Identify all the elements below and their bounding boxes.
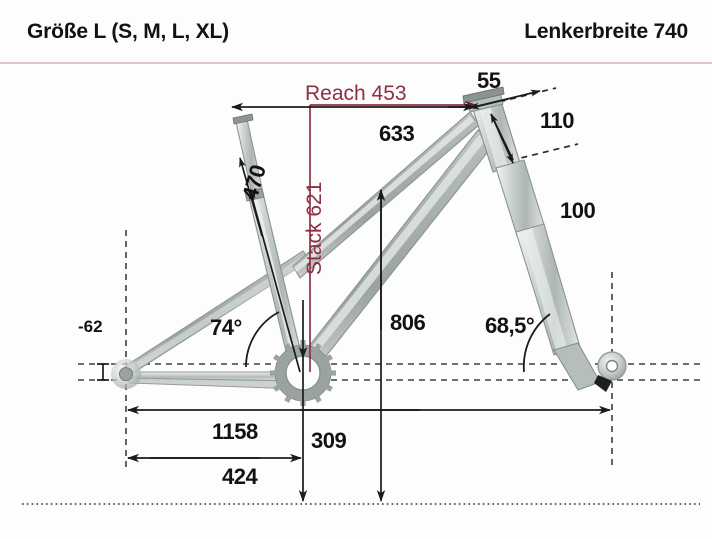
head-tube-label: 110 — [540, 108, 575, 133]
dimension-lines — [97, 89, 611, 502]
reach-label: Reach 453 — [305, 82, 407, 105]
saddle-stub — [232, 113, 254, 125]
stem-top-cap — [462, 86, 505, 104]
seatstay-highlight — [127, 256, 306, 374]
stack-label: Stack 621 — [303, 181, 326, 275]
header-divider — [0, 62, 712, 64]
stem-label: 55 — [477, 68, 501, 93]
seat-angle-label: 74° — [210, 315, 242, 340]
wheelbase-label: 1158 — [212, 419, 258, 444]
down-tube-highlight — [300, 135, 485, 367]
page-title-barwidth: Lenkerbreite 740 — [524, 20, 688, 43]
top-tube-label: 633 — [379, 121, 415, 146]
seat-angle-arc — [245, 311, 280, 368]
fork-lower-leg — [553, 342, 601, 391]
head-tube-dim-down — [490, 113, 514, 164]
fork-length-label: 100 — [560, 198, 596, 223]
front-dropout — [594, 375, 612, 392]
page-title-size: Größe L (S, M, L, XL) — [27, 20, 229, 43]
fork-highlight — [521, 228, 568, 354]
fork-crown — [495, 159, 546, 237]
bb-height-label: 309 — [311, 428, 347, 453]
rear-hub — [119, 367, 133, 381]
head-tube-highlight — [478, 102, 508, 170]
front-hub — [605, 359, 619, 373]
seat-post-dim-line — [239, 157, 263, 237]
head-angle-label: 68,5° — [485, 313, 535, 338]
bb-drop-label: -62 — [78, 317, 103, 336]
standover-label: 806 — [390, 310, 426, 335]
head-angle-arc — [522, 313, 551, 373]
chainstay-label: 424 — [222, 464, 258, 489]
stem-dim-line-right — [469, 89, 541, 109]
frame-tubes — [111, 86, 627, 406]
